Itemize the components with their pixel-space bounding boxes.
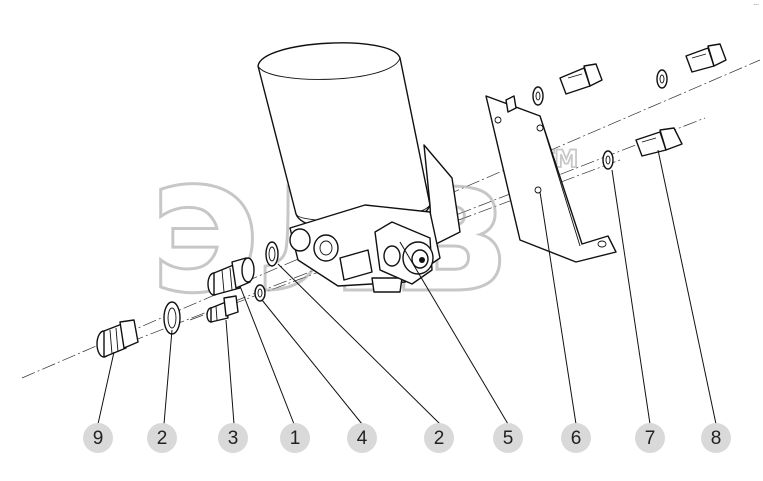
- seal-rings: [163, 241, 279, 335]
- callout-3: 3: [218, 423, 248, 453]
- fitting-9: [96, 319, 139, 358]
- mounting-bracket: [485, 95, 617, 263]
- callout-7: 7: [635, 423, 665, 453]
- bolt-lower: [635, 127, 683, 157]
- callout-2-right: 2: [424, 423, 454, 453]
- callout-2-left: 2: [147, 423, 177, 453]
- callout-6: 6: [561, 423, 591, 453]
- valve-body: [289, 144, 461, 293]
- fitting-1: [207, 257, 255, 296]
- leader-lines: [97, 149, 717, 425]
- callout-1: 1: [280, 423, 310, 453]
- callout-9: 9: [83, 423, 113, 453]
- callout-4: 4: [347, 423, 377, 453]
- corner-mark: ···: [753, 2, 759, 9]
- callout-8: 8: [701, 423, 731, 453]
- washers: [532, 69, 668, 170]
- callout-5: 5: [493, 423, 523, 453]
- bolt-upper-right: [685, 43, 727, 73]
- fitting-3: [206, 295, 239, 323]
- bolt-upper-left: [559, 63, 603, 95]
